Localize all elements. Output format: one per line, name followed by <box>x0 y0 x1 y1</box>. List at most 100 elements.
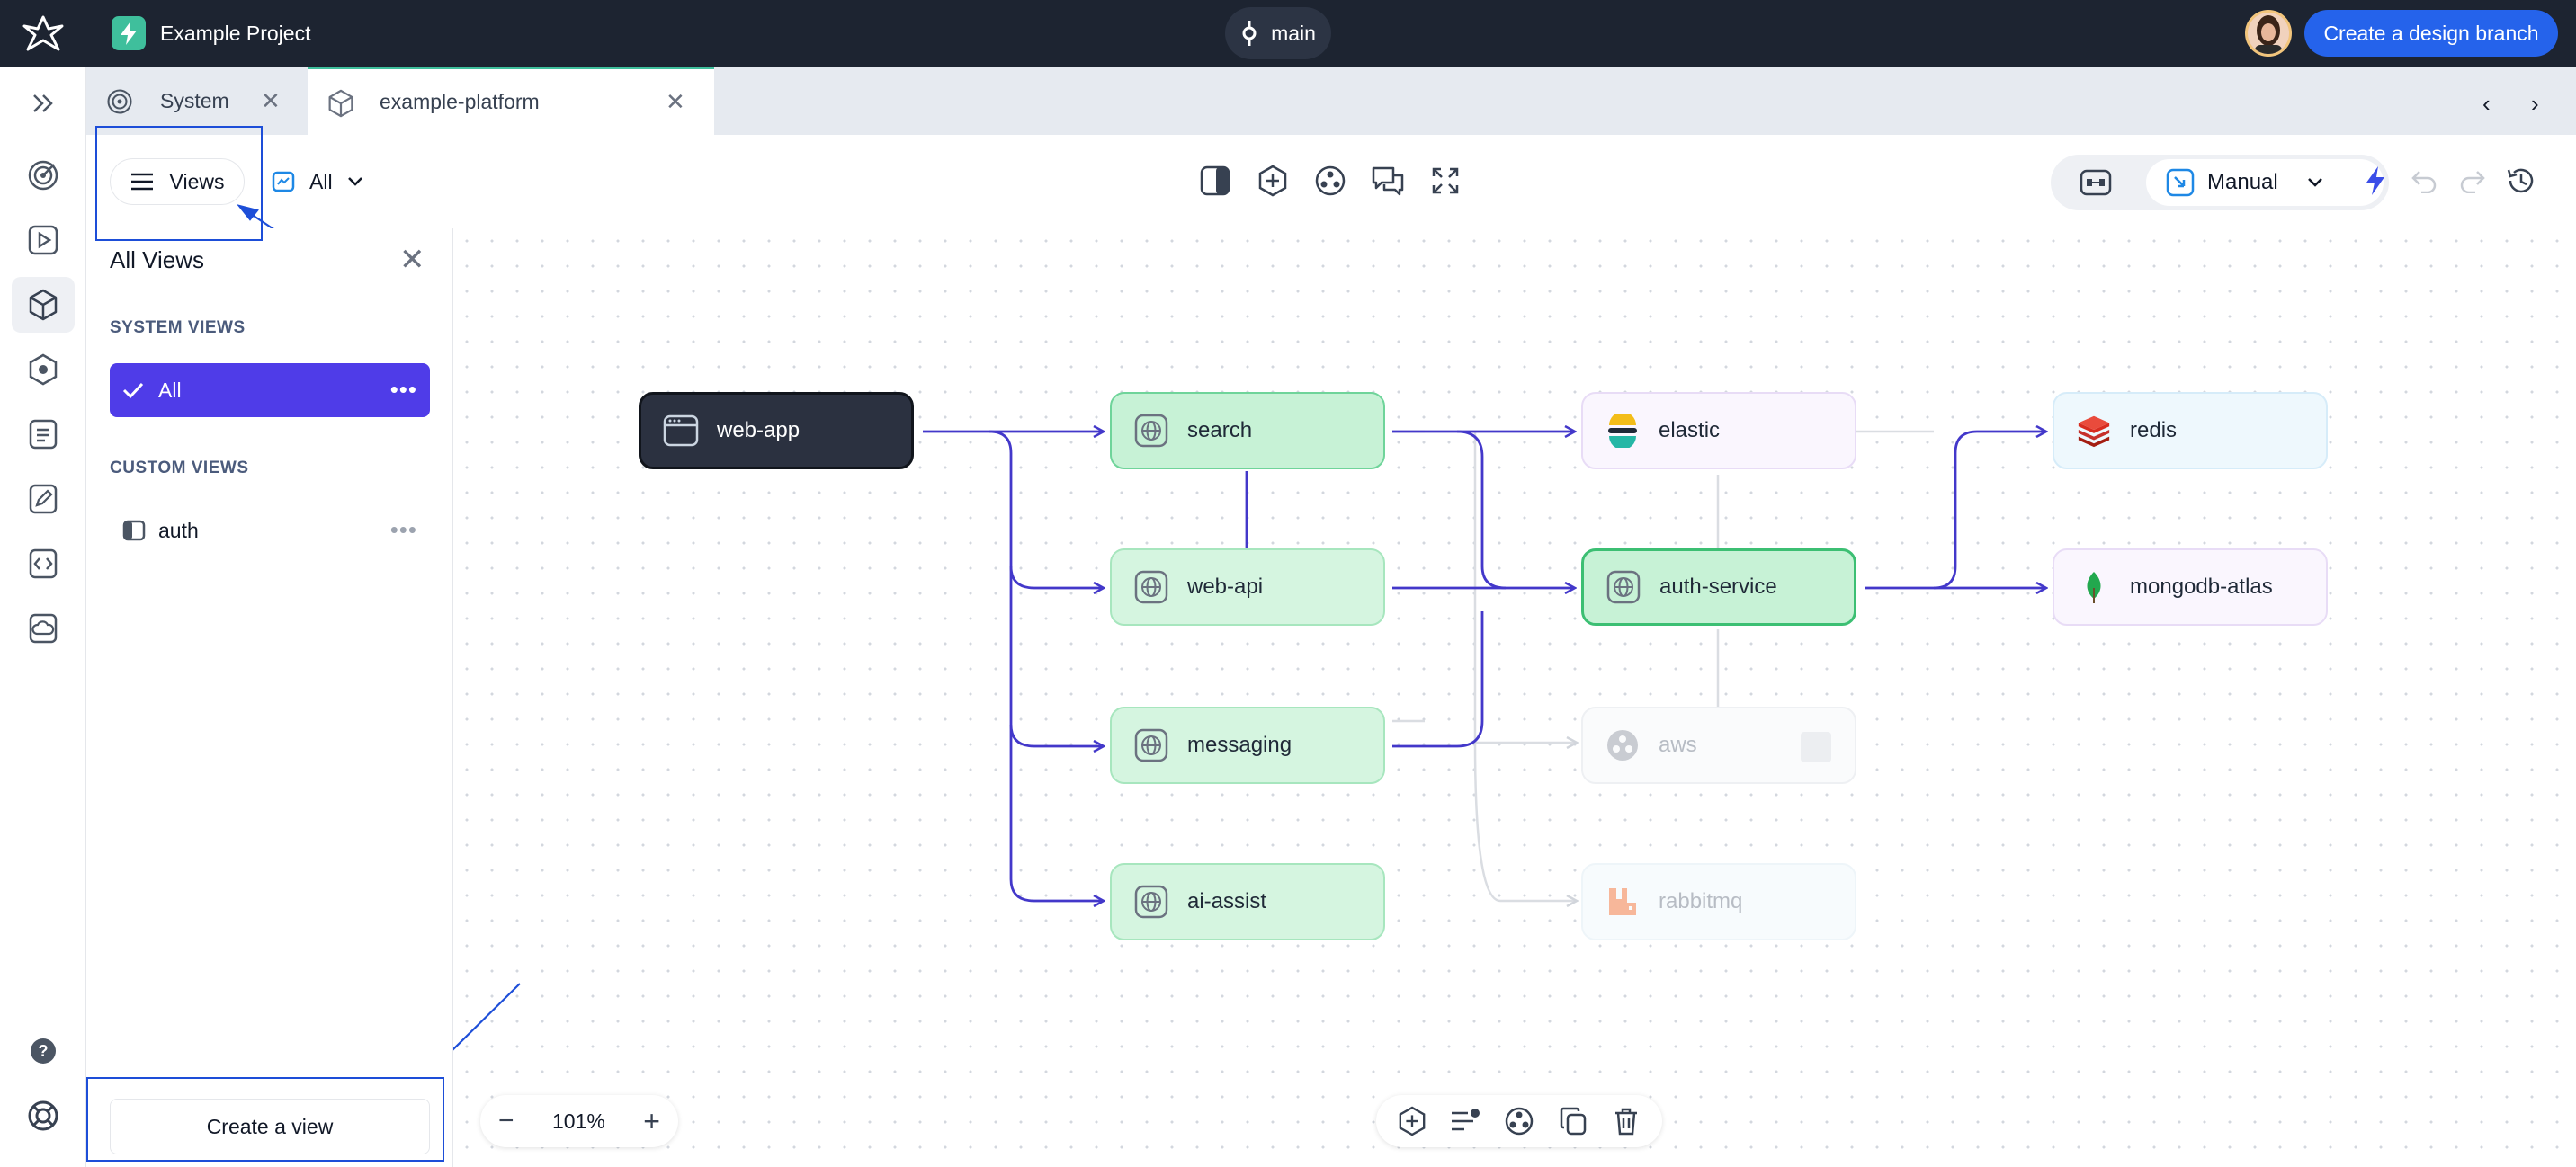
radar-icon <box>28 160 58 191</box>
add-to-list-button[interactable] <box>1446 1102 1484 1140</box>
view-item-auth[interactable]: auth ••• <box>110 503 430 557</box>
add-component-button[interactable] <box>1254 162 1292 200</box>
branch-selector[interactable]: main <box>1225 7 1331 59</box>
help-button[interactable]: ? <box>12 1023 75 1079</box>
zoom-out-icon[interactable]: − <box>498 1106 514 1136</box>
views-panel-title: All Views <box>110 246 205 273</box>
elastic-logo-icon <box>1605 413 1641 449</box>
add-child-button[interactable] <box>1393 1102 1431 1140</box>
rail-cloud-button[interactable] <box>12 601 75 656</box>
pen-icon <box>29 484 58 514</box>
redis-logo-icon <box>2076 413 2112 449</box>
add-group-button[interactable] <box>1311 162 1349 200</box>
support-button[interactable] <box>12 1088 75 1144</box>
canvas-tools <box>1196 162 1464 200</box>
view-selector-dropdown[interactable]: All <box>272 158 363 205</box>
view-item-all[interactable]: All ••• <box>110 363 430 417</box>
view-item-label: auth <box>158 518 199 542</box>
toggle-panel-button[interactable] <box>1196 162 1234 200</box>
globe-icon <box>1606 569 1641 605</box>
expand-sidebar-button[interactable] <box>12 76 75 131</box>
globe-icon <box>1133 569 1169 605</box>
view-selector-value: All <box>309 169 333 193</box>
layout-mode-dropdown[interactable]: Manual <box>2146 159 2384 206</box>
panel-layout-icon <box>122 520 146 541</box>
undo-icon <box>2411 171 2437 193</box>
rail-code-button[interactable] <box>12 536 75 592</box>
node-web-api[interactable]: web-api <box>1110 548 1385 626</box>
node-ai-assist[interactable]: ai-assist <box>1110 863 1385 940</box>
delete-button[interactable] <box>1607 1102 1645 1140</box>
layout-icon <box>2080 169 2112 196</box>
rail-docs-button[interactable] <box>12 406 75 462</box>
zoom-control: − 101% + <box>480 1095 678 1147</box>
add-hexagon-icon <box>1258 165 1287 197</box>
more-options-icon[interactable]: ••• <box>389 376 417 403</box>
create-design-branch-button[interactable]: Create a design branch <box>2304 10 2558 57</box>
history-icon <box>2507 168 2534 193</box>
app-logo-icon[interactable] <box>0 0 86 67</box>
node-label: ai-assist <box>1187 889 1267 913</box>
node-auth-service[interactable]: auth-service <box>1581 548 1856 626</box>
node-redis[interactable]: redis <box>2053 392 2328 469</box>
tab-bar: System ✕ example-platform ✕ ‹ › <box>86 67 2576 135</box>
tab-example-platform[interactable]: example-platform ✕ <box>308 67 714 135</box>
tab-system[interactable]: System ✕ <box>86 67 308 135</box>
rail-edit-button[interactable] <box>12 471 75 527</box>
tab-label: example-platform <box>380 90 540 113</box>
close-panel-icon[interactable]: ✕ <box>399 243 425 277</box>
zoom-in-icon[interactable]: + <box>643 1104 660 1137</box>
diagram-canvas[interactable] <box>454 228 2576 1167</box>
add-to-group-button[interactable] <box>1500 1102 1538 1140</box>
duplicate-button[interactable] <box>1554 1102 1592 1140</box>
hamburger-menu-icon <box>130 173 153 191</box>
system-views-heading: SYSTEM VIEWS <box>110 318 246 337</box>
tab-scroll-right-icon[interactable]: › <box>2531 90 2539 117</box>
git-commit-icon <box>1242 21 1257 46</box>
views-label: Views <box>169 169 225 193</box>
chevron-down-icon <box>2307 178 2322 187</box>
layout-toggle-button[interactable] <box>2080 167 2112 198</box>
user-avatar[interactable] <box>2245 10 2292 57</box>
node-aws[interactable]: aws <box>1581 707 1856 784</box>
expand-icon <box>1432 167 1459 194</box>
hexagon-icon <box>29 353 58 386</box>
node-web-app[interactable]: web-app <box>639 392 914 469</box>
list-add-icon <box>1452 1109 1480 1131</box>
node-messaging[interactable]: messaging <box>1110 707 1385 784</box>
close-tab-icon[interactable]: ✕ <box>261 86 281 114</box>
node-mongodb-atlas[interactable]: mongodb-atlas <box>2053 548 2328 626</box>
node-elastic[interactable]: elastic <box>1581 392 1856 469</box>
views-button[interactable]: Views <box>110 158 245 205</box>
copy-icon <box>1560 1107 1586 1136</box>
view-icon <box>272 171 295 192</box>
project-switcher[interactable]: Example Project <box>112 16 310 50</box>
fit-view-button[interactable] <box>1427 162 1464 200</box>
group-circle-icon <box>1315 165 1346 196</box>
rail-system-button[interactable] <box>12 147 75 203</box>
close-tab-icon[interactable]: ✕ <box>666 88 685 115</box>
checkmark-icon <box>122 382 144 399</box>
help-icon: ? <box>31 1038 56 1064</box>
create-view-button[interactable]: Create a view <box>110 1099 430 1154</box>
cloud-icon <box>29 613 58 644</box>
history-tools <box>2357 162 2540 200</box>
node-label: web-api <box>1187 575 1264 599</box>
undo-button[interactable] <box>2405 162 2443 200</box>
node-rabbitmq[interactable]: rabbitmq <box>1581 863 1856 940</box>
radar-icon <box>107 89 132 114</box>
rail-architecture-button[interactable] <box>12 277 75 333</box>
rail-play-button[interactable] <box>12 212 75 268</box>
rail-components-button[interactable] <box>12 342 75 397</box>
globe-icon <box>1133 727 1169 763</box>
history-button[interactable] <box>2502 162 2540 200</box>
quick-action-button[interactable] <box>2357 162 2394 200</box>
lightning-icon <box>112 16 146 50</box>
tab-scroll-left-icon[interactable]: ‹ <box>2482 90 2491 117</box>
selection-tools <box>1376 1095 1662 1147</box>
redo-icon <box>2460 171 2485 193</box>
node-search[interactable]: search <box>1110 392 1385 469</box>
redo-button[interactable] <box>2454 162 2491 200</box>
more-options-icon[interactable]: ••• <box>389 516 417 543</box>
comments-button[interactable] <box>1369 162 1407 200</box>
